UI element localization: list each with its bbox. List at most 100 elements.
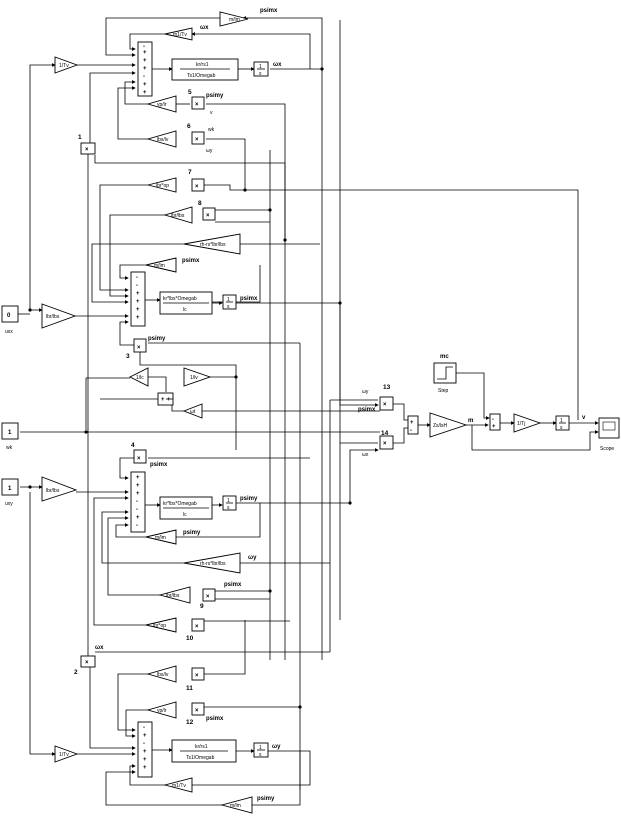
- svg-text:s: s: [259, 71, 262, 77]
- gain-omegat-text: ωt: [190, 409, 196, 415]
- mult-14[interactable]: [379, 435, 394, 450]
- gain-1lv[interactable]: [183, 367, 212, 387]
- gain-mlm-upper-text: m/lm: [154, 263, 165, 269]
- sum-load[interactable]: [489, 413, 501, 431]
- mult-4[interactable]: [133, 449, 147, 464]
- svg-text:s: s: [227, 304, 230, 310]
- gain-top-mlm-text: m/lm: [229, 17, 240, 23]
- input-uxy[interactable]: [1, 478, 19, 496]
- svg-text:+: +: [136, 475, 140, 481]
- int-mid-lower-label: psimy: [240, 496, 258, 502]
- right-section: × 13 psimx ωy × 14 ωx +- Zs/lsH m mc Ste…: [330, 354, 620, 458]
- input-wk-value: 1: [8, 430, 12, 436]
- sum-block-mid-upper[interactable]: [130, 271, 146, 327]
- mult-7-number: 7: [188, 169, 192, 176]
- gain-lbrlbs-in-lower[interactable]: [41, 476, 78, 502]
- gain-1tj[interactable]: [513, 413, 542, 433]
- gain-zslsh[interactable]: [429, 412, 468, 438]
- mult-8-number: 8: [198, 200, 202, 207]
- svg-text:+: +: [136, 483, 140, 489]
- step-title: mc: [440, 354, 449, 360]
- sig-omegay-top: ωy: [206, 148, 213, 154]
- gain-m1tv[interactable]: [164, 27, 193, 41]
- svg-text:-: -: [136, 523, 138, 529]
- mult-10[interactable]: [191, 618, 205, 632]
- mult-4-number: 4: [131, 442, 135, 449]
- svg-text:+: +: [143, 90, 147, 96]
- svg-text:×: ×: [137, 456, 141, 462]
- gain-lbslv-bottom-text: lbs/lv: [157, 672, 169, 678]
- gain-m1tv-bottom[interactable]: [163, 777, 193, 793]
- gain-1tv-bottom-text: 1/Tv: [59, 752, 69, 758]
- svg-text:s: s: [227, 505, 230, 511]
- bottom-section: × 2 ωx lbs/lv × 11 yp/lr × 12 psimx -+ -…: [29, 154, 330, 814]
- svg-text:+: +: [143, 749, 147, 755]
- int-bottom-label: ωy: [272, 744, 281, 750]
- svg-text:×: ×: [85, 660, 89, 666]
- svg-text:+: +: [136, 491, 140, 497]
- mult-6[interactable]: [191, 131, 205, 145]
- mult-8[interactable]: [202, 207, 216, 221]
- gain-1tj-text: 1/Tj: [517, 421, 525, 427]
- gain-lbslv-top[interactable]: [146, 130, 177, 148]
- svg-text:ωy: ωy: [362, 389, 369, 395]
- int-mid-upper-label: psimx: [240, 296, 258, 302]
- gain-zslsh-text: Zs/lsH: [433, 423, 448, 429]
- mult-13[interactable]: [379, 396, 394, 411]
- input-uxy-value: 1: [8, 486, 12, 492]
- gain-lbrop-top[interactable]: [147, 177, 177, 193]
- sum-block-top[interactable]: [137, 41, 153, 97]
- input-wk[interactable]: [1, 422, 19, 440]
- omegax-label-top: ωx: [200, 25, 209, 31]
- gain-mlm-bottom-text: m/lm: [230, 803, 241, 809]
- gain-lbrlbs-8-text: lbr/lbs: [171, 213, 185, 219]
- sum-block-bottom[interactable]: [137, 721, 153, 778]
- mult-11-number: 11: [186, 685, 193, 692]
- gain-1tv-top[interactable]: [54, 56, 79, 74]
- svg-text:×: ×: [137, 345, 141, 351]
- svg-text:×: ×: [195, 673, 199, 679]
- mult-12[interactable]: [191, 702, 205, 716]
- step-block[interactable]: [433, 362, 457, 384]
- svg-text:-: -: [143, 44, 145, 50]
- svg-text:-: -: [143, 741, 145, 747]
- gain-mlm-upper[interactable]: [145, 257, 177, 273]
- scope-label: Scope: [600, 446, 614, 452]
- svg-text:+: +: [143, 82, 147, 88]
- mult-13-label: psimx: [358, 407, 376, 413]
- gain-lbrlbs-9[interactable]: [158, 586, 191, 604]
- psimx-9-label: psimx: [224, 582, 242, 588]
- svg-text:×: ×: [206, 213, 210, 219]
- gain-lbrlbs-in-upper[interactable]: [41, 303, 77, 329]
- gain-lbrlbs-9-text: lbr/lbs: [166, 593, 180, 599]
- gain-top-mlm[interactable]: [219, 11, 249, 27]
- mult-10-number: 10: [186, 635, 194, 642]
- mult-3-number: 3: [126, 353, 130, 360]
- svg-text:-: -: [410, 428, 412, 434]
- svg-text:×: ×: [383, 441, 387, 447]
- input-uxx-label: uxx: [5, 329, 13, 335]
- gain-yplr[interactable]: [146, 95, 177, 113]
- svg-text:+: +: [136, 291, 140, 297]
- psimx-top-label: psimx: [260, 8, 278, 14]
- gain-yplr-bottom[interactable]: [146, 701, 177, 719]
- mult-9-number: 9: [200, 603, 204, 610]
- mult-5[interactable]: [191, 96, 205, 110]
- gain-lbslv-bottom[interactable]: [146, 665, 177, 683]
- input-uxx-value: 0: [7, 313, 11, 319]
- sig-wk-top: wk: [208, 127, 215, 133]
- gain-1lv-text: 1/lv: [190, 375, 198, 381]
- svg-text:×: ×: [85, 147, 89, 153]
- svg-text:+: +: [143, 765, 147, 771]
- gain-m1tv-bottom-text: m1/Tv: [172, 783, 186, 789]
- gain-mlm-bottom[interactable]: [220, 796, 253, 814]
- gain-lbrop-lower[interactable]: [145, 617, 177, 633]
- mult-9[interactable]: [202, 588, 216, 602]
- svg-text:+: +: [167, 397, 171, 403]
- mult-5-number: 5: [188, 89, 192, 96]
- sum-block-mid-lower[interactable]: [130, 471, 146, 533]
- gain-lbrlbs-8[interactable]: [163, 206, 193, 224]
- tf-block-top[interactable]: [171, 58, 239, 81]
- svg-text:+: +: [492, 424, 496, 430]
- svg-text:×: ×: [195, 102, 199, 108]
